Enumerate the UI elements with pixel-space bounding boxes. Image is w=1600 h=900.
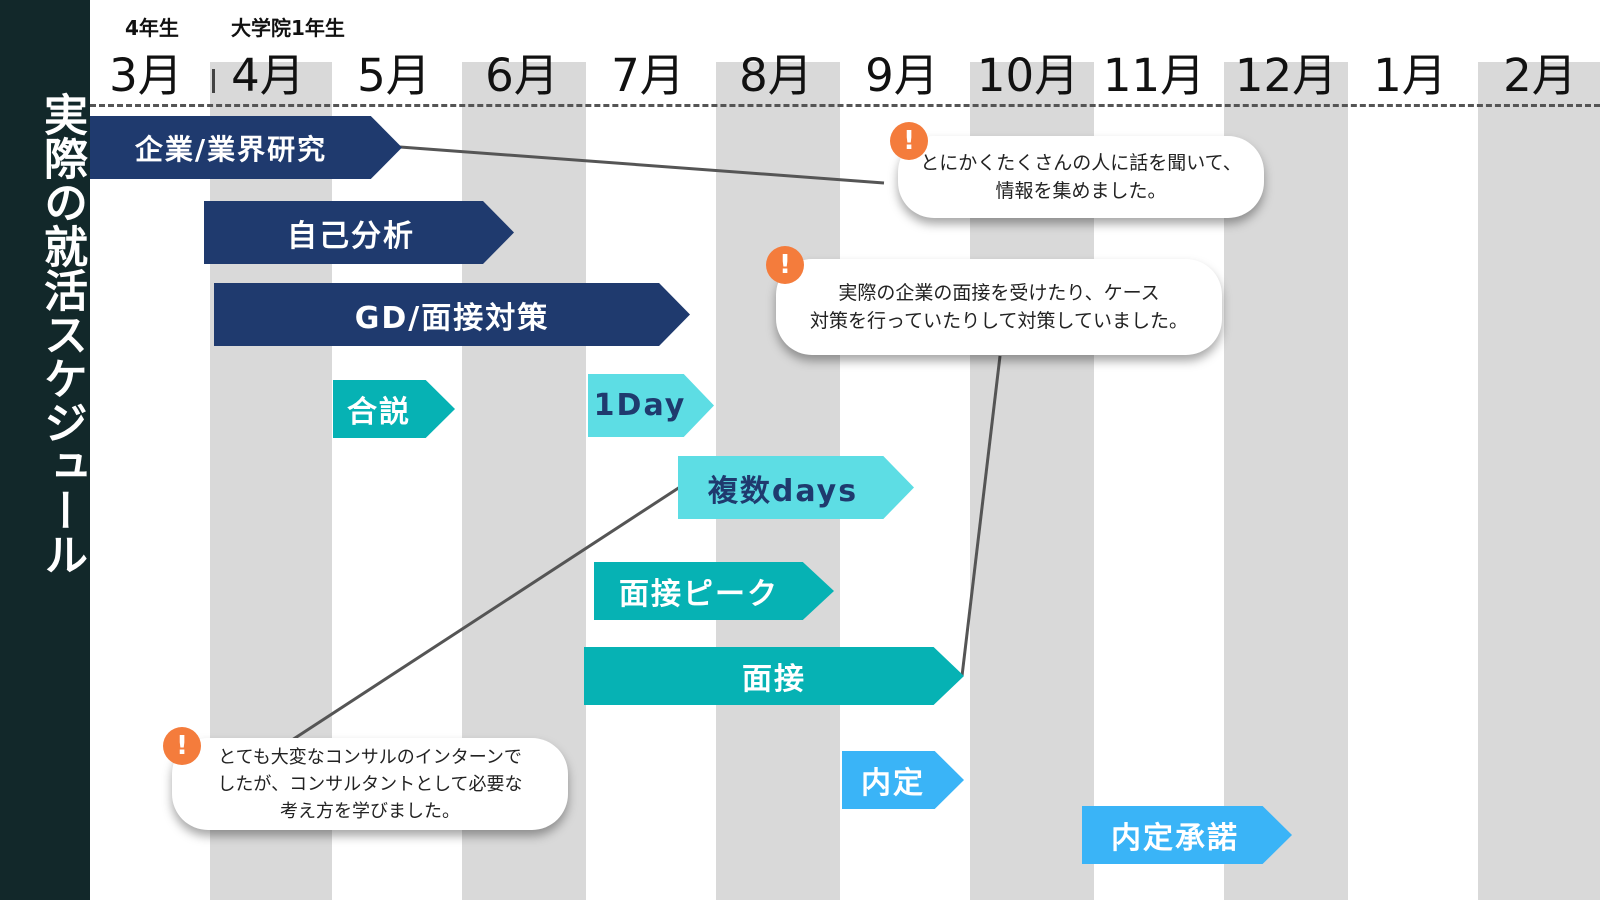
bar-multiday-internship: 複数days: [678, 456, 914, 519]
bar-gd-interview-prep: GD/面接対策: [214, 283, 690, 346]
year-label-grad: 大学院1年生: [231, 16, 345, 40]
sidebar: [0, 0, 90, 900]
bar-offer-acceptance: 内定承諾: [1082, 806, 1292, 864]
page-title: 実際の就活スケジュール: [36, 92, 87, 576]
bar-interview-peak: 面接ピーク: [594, 562, 834, 620]
alert-icon: !: [163, 727, 201, 765]
month-label: 5月: [357, 49, 431, 102]
month-label: 10月: [976, 49, 1080, 102]
bar-company-research: 企業/業界研究: [90, 116, 402, 179]
year-boundary-tick: [212, 69, 215, 93]
year-label-undergrad: 4年生: [125, 16, 179, 40]
bar-job-fair: 合説: [333, 380, 455, 438]
month-label: 4月: [231, 49, 305, 102]
bar-offer: 内定: [842, 751, 964, 809]
header-divider: [90, 104, 1600, 107]
month-label: 7月: [611, 49, 685, 102]
month-label: 12月: [1234, 49, 1338, 102]
callout-research-note: とにかくたくさんの人に話を聞いて、 情報を集めました。: [898, 136, 1264, 218]
callout-internship-note: とても大変なコンサルのインターンで したが、コンサルタントとして必要な 考え方を…: [172, 738, 568, 830]
callout-interview-note: 実際の企業の面接を受けたり、ケース 対策を行っていたりして対策していました。: [776, 259, 1222, 355]
month-label: 9月: [865, 49, 939, 102]
bar-self-analysis: 自己分析: [204, 201, 514, 264]
month-label: 2月: [1503, 49, 1577, 102]
month-label: 8月: [739, 49, 813, 102]
month-stripe-2: [1478, 62, 1600, 900]
bar-1day-internship: 1Day: [588, 374, 714, 437]
month-label: 1月: [1373, 49, 1447, 102]
month-label: 3月: [109, 49, 183, 102]
month-label: 11月: [1102, 49, 1206, 102]
alert-icon: !: [766, 246, 804, 284]
bar-interviews: 面接: [584, 647, 964, 705]
month-label: 6月: [485, 49, 559, 102]
alert-icon: !: [890, 122, 928, 160]
